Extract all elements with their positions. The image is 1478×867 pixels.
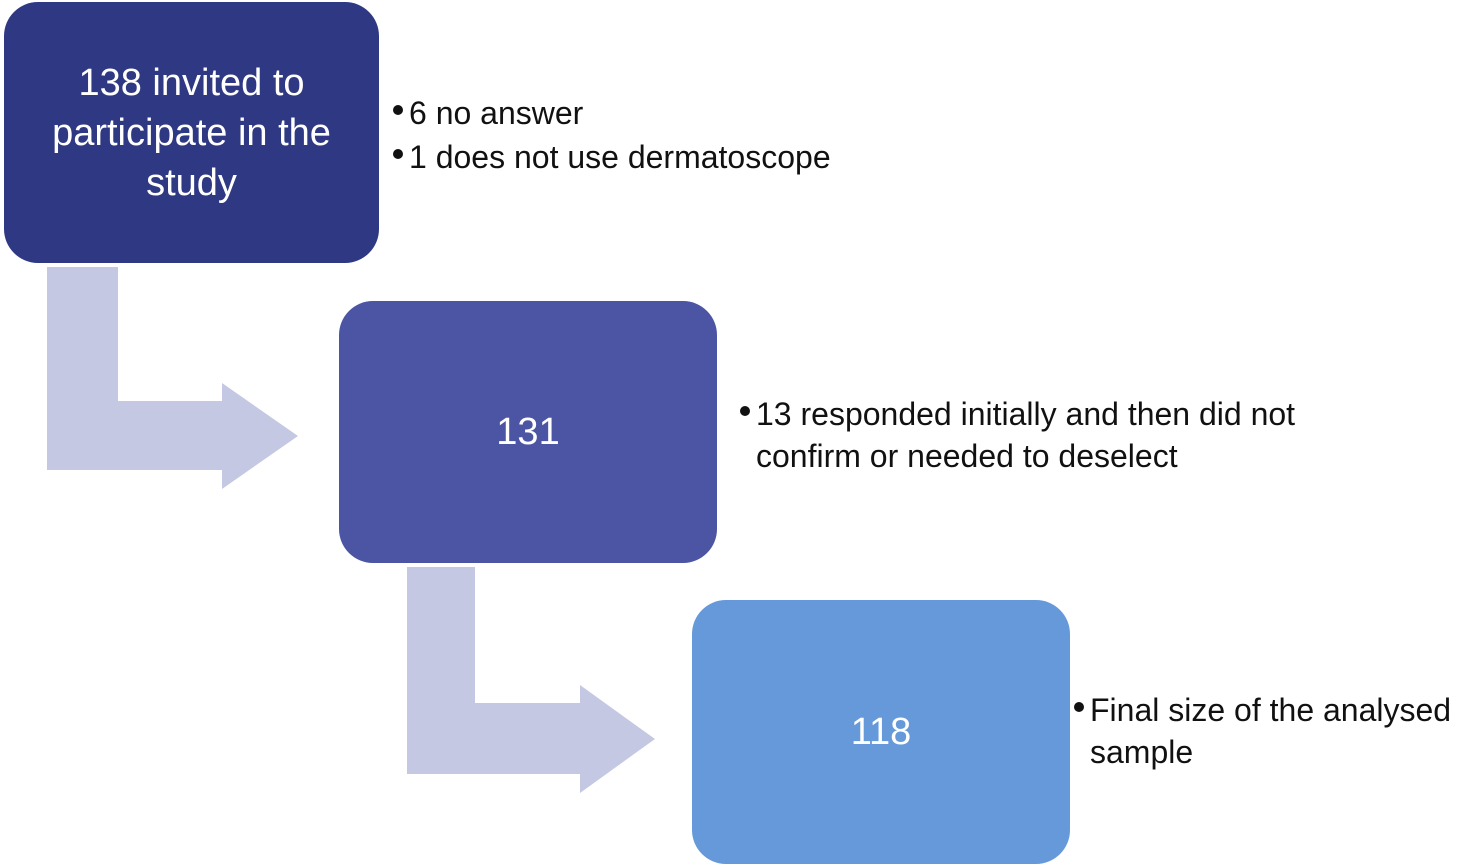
note-text: 1 does not use dermatoscope (409, 139, 831, 175)
note-item: 1 does not use dermatoscope (393, 136, 913, 178)
note-item: 6 no answer (393, 92, 913, 134)
note-item: Final size of the analysed sample (1074, 689, 1478, 773)
connector-arrow-1-to-2 (47, 267, 298, 489)
step-box-invited: 138 invited to participate in the study (4, 2, 379, 263)
note-text: 6 no answer (409, 95, 584, 131)
bullet-icon (393, 105, 403, 115)
connector-arrow-2-to-3 (407, 567, 655, 793)
note-text: 13 responded initially and then did not … (756, 396, 1296, 474)
step-count-label: 138 invited to participate in the study (52, 61, 331, 204)
step-count-label: 118 (850, 711, 912, 753)
note-item: 13 responded initially and then did not … (740, 393, 1380, 477)
note-text: Final size of the analysed sample (1090, 692, 1452, 770)
step-box-final: 118 (692, 600, 1070, 864)
bullet-icon (393, 149, 403, 159)
step-notes-final: Final size of the analysed sample (1074, 689, 1478, 775)
step-count-label: 131 (496, 411, 560, 453)
step-notes-responded: 13 responded initially and then did not … (740, 393, 1380, 479)
bullet-icon (1074, 702, 1084, 712)
step-box-responded: 131 (339, 301, 717, 563)
step-notes-invited: 6 no answer 1 does not use dermatoscope (393, 92, 913, 180)
bullet-icon (740, 406, 750, 416)
